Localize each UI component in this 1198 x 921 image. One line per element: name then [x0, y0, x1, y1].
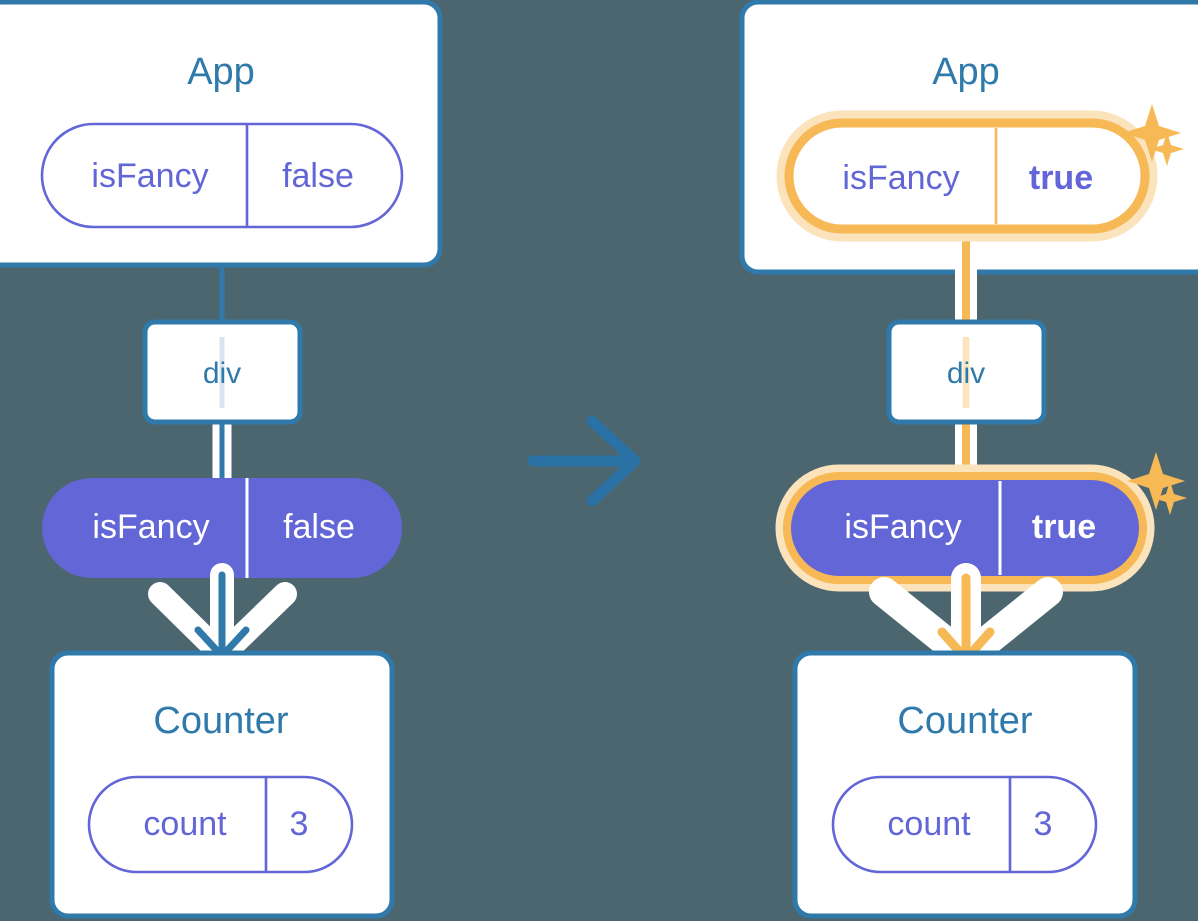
- right-prop-sparkle-icon: [1127, 452, 1187, 515]
- right-app-state-pill-glow: [776, 110, 1158, 242]
- right-counter-card-title: Counter: [897, 700, 1033, 742]
- right-div-node-label: div: [947, 357, 985, 390]
- sparkle-small-icon: [1150, 132, 1184, 166]
- left-counter-state-pill-value: 3: [290, 805, 309, 843]
- left-counter-state-pill-name: count: [143, 805, 227, 843]
- right-counter-state-pill-frame: [831, 775, 1098, 874]
- sparkle-large-icon: [1123, 104, 1181, 162]
- left-app-state-pill-name: isFancy: [91, 157, 208, 195]
- right-prop-pill-name: isFancy: [844, 508, 961, 546]
- sparkle-small-icon: [1153, 481, 1187, 515]
- left-prop-pill-value: false: [283, 508, 355, 546]
- left-counter-card-title: Counter: [153, 700, 289, 742]
- left-counter-state-pill: count 3: [87, 775, 354, 874]
- right-prop-pill-value: true: [1032, 508, 1096, 546]
- right-div-node: div: [886, 319, 1047, 425]
- right-app-card-title: App: [932, 51, 1000, 93]
- left-counter-state-pill-frame: [87, 775, 354, 874]
- sparkle-large-icon: [1127, 452, 1185, 510]
- right-counter-state-pill-name: count: [887, 805, 971, 843]
- right-counter-state-pill: count 3: [831, 775, 1098, 874]
- left-prop-pill-frame: [42, 478, 402, 578]
- left-app-state-pill: isFancy false: [40, 122, 404, 229]
- left-arrow-pill-to-counter: [148, 563, 297, 667]
- left-prop-pill: isFancy false: [42, 478, 402, 578]
- left-prop-pill-name: isFancy: [92, 508, 209, 546]
- right-app-state-pill: isFancy true: [776, 110, 1158, 242]
- left-div-node: div: [142, 319, 303, 425]
- right-app-state-pill-frame: [784, 118, 1150, 234]
- left-div-node-label: div: [203, 357, 241, 390]
- right-counter-state-pill-value: 3: [1034, 805, 1053, 843]
- left-app-state-pill-frame: [40, 122, 404, 229]
- right-app-state-pill-value: true: [1029, 159, 1093, 197]
- left-app-card-title: App: [187, 51, 255, 93]
- left-app-state-pill-value: false: [282, 157, 354, 195]
- right-arrow-pill-to-counter: [869, 563, 1063, 673]
- right-app-state-pill-name: isFancy: [842, 159, 959, 197]
- transition-arrow-right-icon: [527, 415, 641, 507]
- right-app-sparkle-icon: [1123, 104, 1184, 166]
